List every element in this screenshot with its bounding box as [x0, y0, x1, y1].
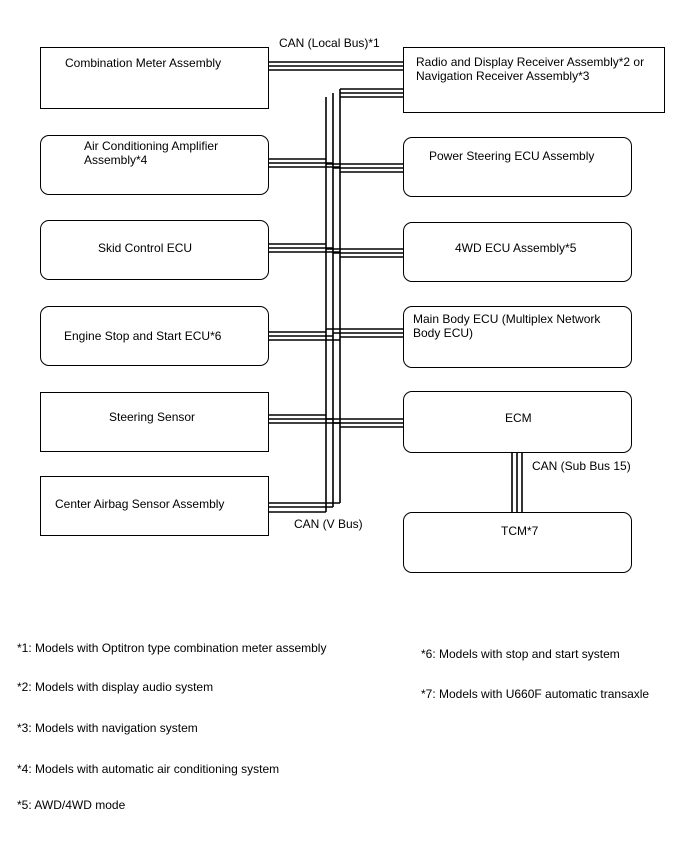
main-body-ecu-label: Main Body ECU (Multiplex Network Body EC…	[413, 312, 601, 340]
4wd-ecu-label: 4WD ECU Assembly*5	[455, 241, 577, 255]
steering-sensor-label: Steering Sensor	[109, 410, 196, 424]
footnote-2: *2: Models with display audio system	[17, 680, 214, 694]
radio-display-receiver-box: Radio and Display Receiver Assembly*2 or…	[403, 47, 665, 113]
can-v-bus-label: CAN (V Bus)	[294, 517, 363, 531]
skid-control-ecu-label: Skid Control ECU	[98, 241, 193, 255]
footnote-4: *4: Models with automatic air conditioni…	[17, 762, 280, 776]
power-steering-ecu-label: Power Steering ECU Assembly	[429, 149, 595, 163]
tcm-label: TCM*7	[501, 524, 539, 538]
4wd-ecu-box: 4WD ECU Assembly*5	[403, 222, 632, 282]
center-airbag-sensor-box: Center Airbag Sensor Assembly	[40, 476, 269, 536]
ecm-box: ECM	[403, 391, 632, 453]
footnote-1: *1: Models with Optitron type combinatio…	[17, 641, 327, 655]
footnote-7: *7: Models with U660F automatic transaxl…	[421, 687, 650, 701]
engine-stop-start-ecu-box: Engine Stop and Start ECU*6	[40, 306, 269, 366]
main-body-ecu-box: Main Body ECU (Multiplex Network Body EC…	[403, 306, 632, 368]
air-conditioning-amplifier-box: Air Conditioning Amplifier Assembly*4	[40, 135, 269, 195]
engine-stop-start-ecu-label: Engine Stop and Start ECU*6	[64, 329, 222, 343]
radio-display-receiver-label: Radio and Display Receiver Assembly*2 or…	[416, 55, 645, 83]
center-airbag-sensor-label: Center Airbag Sensor Assembly	[55, 497, 225, 511]
air-conditioning-amplifier-label: Air Conditioning Amplifier Assembly*4	[84, 139, 219, 167]
steering-sensor-box: Steering Sensor	[40, 392, 269, 452]
skid-control-ecu-box: Skid Control ECU	[40, 220, 269, 280]
footnote-3: *3: Models with navigation system	[17, 721, 198, 735]
tcm-box: TCM*7	[403, 512, 632, 573]
ecm-label: ECM	[505, 411, 532, 425]
power-steering-ecu-box: Power Steering ECU Assembly	[403, 137, 632, 197]
can-sub-bus-label: CAN (Sub Bus 15)	[532, 459, 631, 473]
footnote-6: *6: Models with stop and start system	[421, 647, 620, 661]
can-local-bus-label: CAN (Local Bus)*1	[279, 36, 380, 50]
combination-meter-label: Combination Meter Assembly	[65, 56, 222, 70]
combination-meter-box: Combination Meter Assembly	[40, 47, 269, 109]
footnote-5: *5: AWD/4WD mode	[17, 798, 126, 812]
